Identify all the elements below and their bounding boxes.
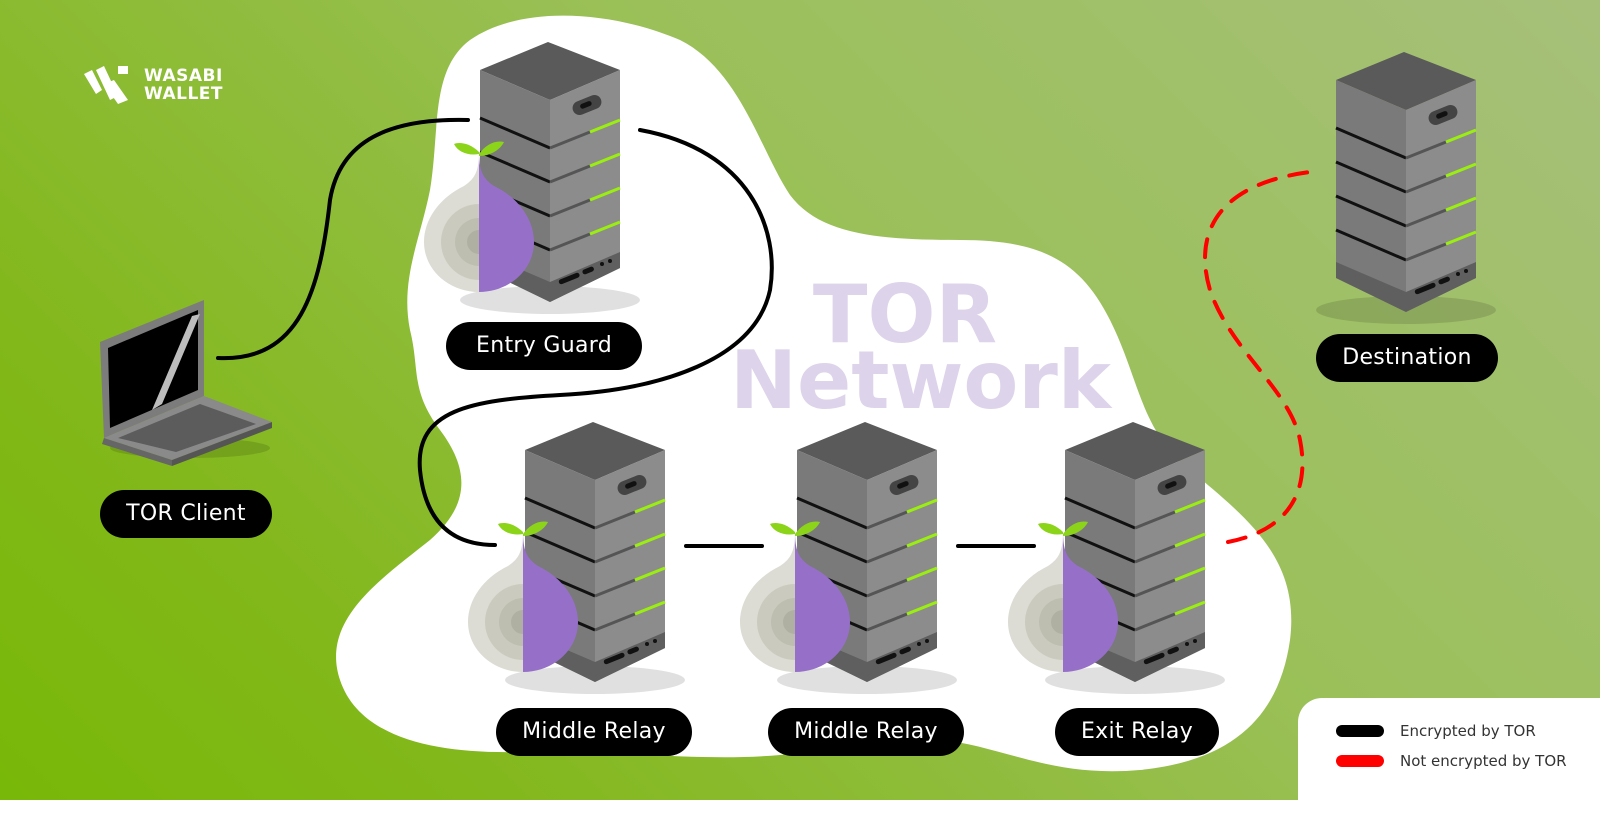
laptop-icon [100,300,272,466]
diagram-art [100,40,1498,696]
link-exit-destination [1203,170,1312,544]
label-exit-relay: Exit Relay [1055,708,1219,756]
label-destination: Destination [1316,334,1498,382]
brand-name-line2: WALLET [144,84,224,104]
label-middle-relay-1: Middle Relay [496,708,692,756]
legend-swatch-red [1336,755,1384,767]
label-middle-relay-2: Middle Relay [768,708,964,756]
tor-network-title-line2: Network [730,334,1111,427]
tor-network-title-line1: TOR [812,268,998,361]
legend-swatch-black [1336,725,1384,737]
destination-server-icon [1314,50,1498,326]
legend-item-encrypted: Encrypted by TOR [1336,722,1536,740]
diagram-canvas: WASABI WALLET TOR Network TOR Client Ent… [0,0,1600,800]
tor-network-title: TOR Network [730,268,1111,427]
label-tor-client: TOR Client [100,490,272,538]
legend-label-not-encrypted: Not encrypted by TOR [1400,752,1567,770]
legend-item-not-encrypted: Not encrypted by TOR [1336,752,1567,770]
label-entry-guard: Entry Guard [446,322,642,370]
legend: Encrypted by TOR Not encrypted by TOR [1298,698,1600,818]
link-entry-middle1 [417,128,774,547]
link-client-entry [216,117,470,361]
brand-name-line1: WASABI [144,66,223,86]
wasabi-wallet-logo: WASABI WALLET [82,66,223,104]
wasabi-logo-icon [84,66,128,104]
legend-label-encrypted: Encrypted by TOR [1400,722,1536,740]
